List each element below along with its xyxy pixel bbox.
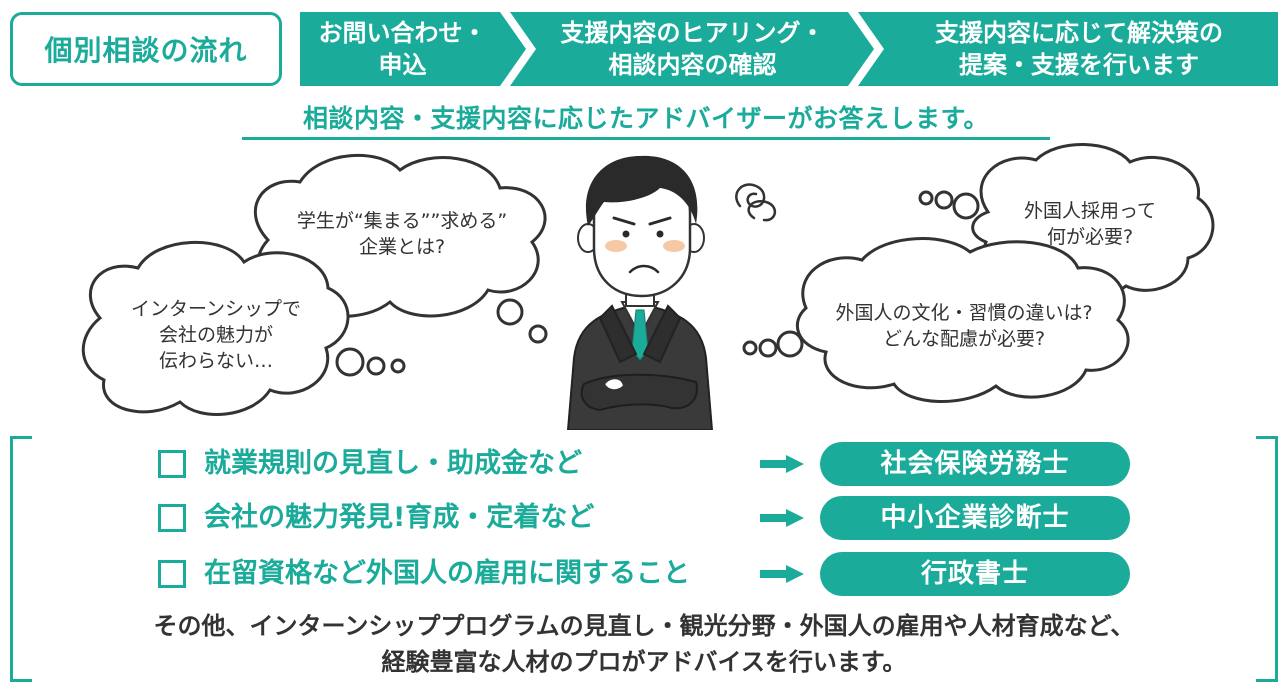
flow-steps-chevrons	[300, 12, 1278, 86]
advisor-topic: 在留資格など外国人の雇用に関すること	[204, 558, 690, 589]
bubble-top-right-line2: 何が必要?	[1046, 226, 1134, 248]
footer-line1: その他、インターンシッププログラムの見直し・観光分野・外国人の雇用や人材育成など…	[153, 612, 1135, 640]
flow-label: 個別相談の流れ	[10, 12, 282, 86]
thought-bubble-bottom-right	[795, 237, 1130, 403]
illustration: 学生が“集まる””求める” 企業とは? インターンシップで 会社の魅力が 伝わら…	[0, 140, 1288, 430]
thought-dot	[934, 190, 954, 210]
bubble-bottom-left-text: インターンシップで 会社の魅力が 伝わらない…	[96, 296, 336, 374]
blush-left	[605, 240, 627, 252]
bubble-bottom-right-line1: 外国人の文化・習慣の違いは?	[835, 302, 1093, 324]
thought-dot	[390, 358, 406, 374]
flow-step-1-shape	[300, 12, 526, 86]
crossed-arms	[580, 373, 698, 412]
footer-line2: 経験豊富な人材のプロがアドバイスを行います。	[381, 648, 907, 676]
advisor-topic: 就業規則の見直し・助成金など	[204, 448, 582, 479]
arrow-right-icon	[760, 565, 804, 583]
flow-step-2-shape	[510, 12, 874, 86]
brow-right	[648, 216, 672, 226]
bubble-top-left-line1: 学生が“集まる””求める”	[296, 210, 508, 232]
eye-left	[622, 230, 630, 238]
bubble-top-left-line2: 企業とは?	[358, 236, 446, 258]
flow-step-3-shape	[858, 12, 1278, 86]
flow-steps: お問い合わせ・ 申込 支援内容のヒアリング・ 相談内容の確認 支援内容に応じて解…	[0, 0, 1288, 100]
blush-right	[663, 240, 685, 252]
bubble-bottom-left-line3: 伝わらない…	[158, 350, 273, 372]
flow-step-3-line1: 支援内容に応じて解決策の	[935, 19, 1223, 47]
mouth	[628, 264, 660, 274]
bubble-top-left-text: 学生が“集まる””求める” 企業とは?	[270, 208, 534, 260]
bubble-bottom-left-line2: 会社の魅力が	[158, 324, 273, 346]
thought-dot	[528, 324, 548, 344]
advisor-row: 就業規則の見直し・助成金など 社会保険労務士	[158, 442, 1130, 486]
hair	[585, 155, 698, 226]
flow-step-1-line1: お問い合わせ・	[318, 19, 487, 47]
hand	[602, 377, 626, 392]
advisor-topic: 会社の魅力発見!育成・定着など	[204, 502, 595, 533]
worried-businessman-illustration	[566, 155, 776, 430]
flow-step-3-line2: 提案・支援を行います	[959, 51, 1199, 79]
thought-dot	[366, 356, 386, 376]
bubble-bottom-right-text: 外国人の文化・習慣の違いは? どんな配慮が必要?	[806, 300, 1122, 352]
bracket-left	[10, 436, 32, 682]
flow-step-2-line2: 相談内容の確認	[608, 51, 777, 79]
advisor-badge: 中小企業診断士	[820, 496, 1130, 540]
bubble-bottom-right-line2: どんな配慮が必要?	[882, 328, 1046, 350]
arrow-right-icon	[760, 455, 804, 473]
thought-bubble-bottom-left	[81, 241, 350, 416]
flow-label-text: 個別相談の流れ	[44, 34, 248, 67]
bubble-bottom-left-line1: インターンシップで	[130, 298, 302, 320]
arrow-right-icon	[760, 509, 804, 527]
bracket-right	[1256, 436, 1278, 682]
lead-text: 相談内容・支援内容に応じたアドバイザーがお答えします。	[242, 100, 1050, 140]
flow-step-1: お問い合わせ・ 申込	[300, 14, 505, 84]
thought-dot	[742, 340, 758, 356]
thought-dot	[952, 192, 980, 220]
advisor-row: 会社の魅力発見!育成・定着など 中小企業診断士	[158, 496, 1130, 540]
flow-step-2-line1: 支援内容のヒアリング・	[560, 19, 825, 47]
advisor-badge: 社会保険労務士	[820, 442, 1130, 486]
lapel-left	[598, 304, 638, 364]
checkbox-icon	[158, 450, 186, 478]
flow-step-2: 支援内容のヒアリング・ 相談内容の確認	[530, 14, 855, 84]
worry-swirl-icon	[735, 183, 776, 222]
flow-step-1-line2: 申込	[378, 51, 427, 79]
checkbox-icon	[158, 560, 186, 588]
brow-left	[612, 216, 636, 226]
checkbox-icon	[158, 504, 186, 532]
bubble-top-right-line1: 外国人採用って	[1023, 200, 1157, 222]
thought-dot	[335, 347, 365, 377]
advisor-row: 在留資格など外国人の雇用に関すること 行政書士	[158, 552, 1130, 596]
thought-dot	[758, 338, 778, 358]
lapel-right	[642, 304, 682, 364]
bubble-top-right-text: 外国人採用って 何が必要?	[984, 198, 1196, 250]
thought-dot	[776, 330, 804, 358]
footer-note: その他、インターンシッププログラムの見直し・観光分野・外国人の雇用や人材育成など…	[40, 608, 1248, 680]
thought-dot	[496, 298, 524, 326]
thought-dot	[918, 190, 934, 206]
illustration-drawing	[81, 143, 1215, 430]
advisor-badge: 行政書士	[820, 552, 1130, 596]
eye-right	[656, 230, 664, 238]
flow-step-3: 支援内容に応じて解決策の 提案・支援を行います	[880, 14, 1278, 84]
